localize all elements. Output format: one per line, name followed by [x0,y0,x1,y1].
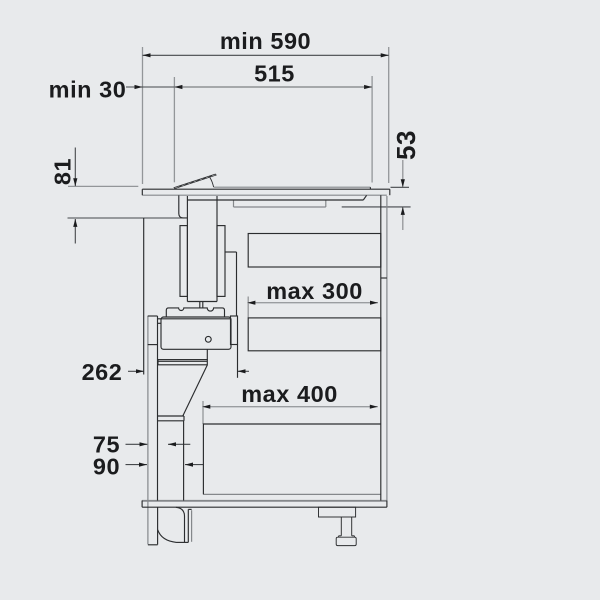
svg-text:max 300: max 300 [266,278,363,304]
svg-text:81: 81 [50,158,76,185]
svg-text:max 400: max 400 [241,381,338,407]
svg-text:min 590: min 590 [220,28,311,54]
svg-text:515: 515 [254,61,295,87]
svg-text:90: 90 [93,454,120,480]
svg-text:53: 53 [391,130,421,160]
svg-text:min 30: min 30 [49,76,127,102]
svg-text:75: 75 [93,432,120,458]
svg-text:262: 262 [82,359,123,385]
